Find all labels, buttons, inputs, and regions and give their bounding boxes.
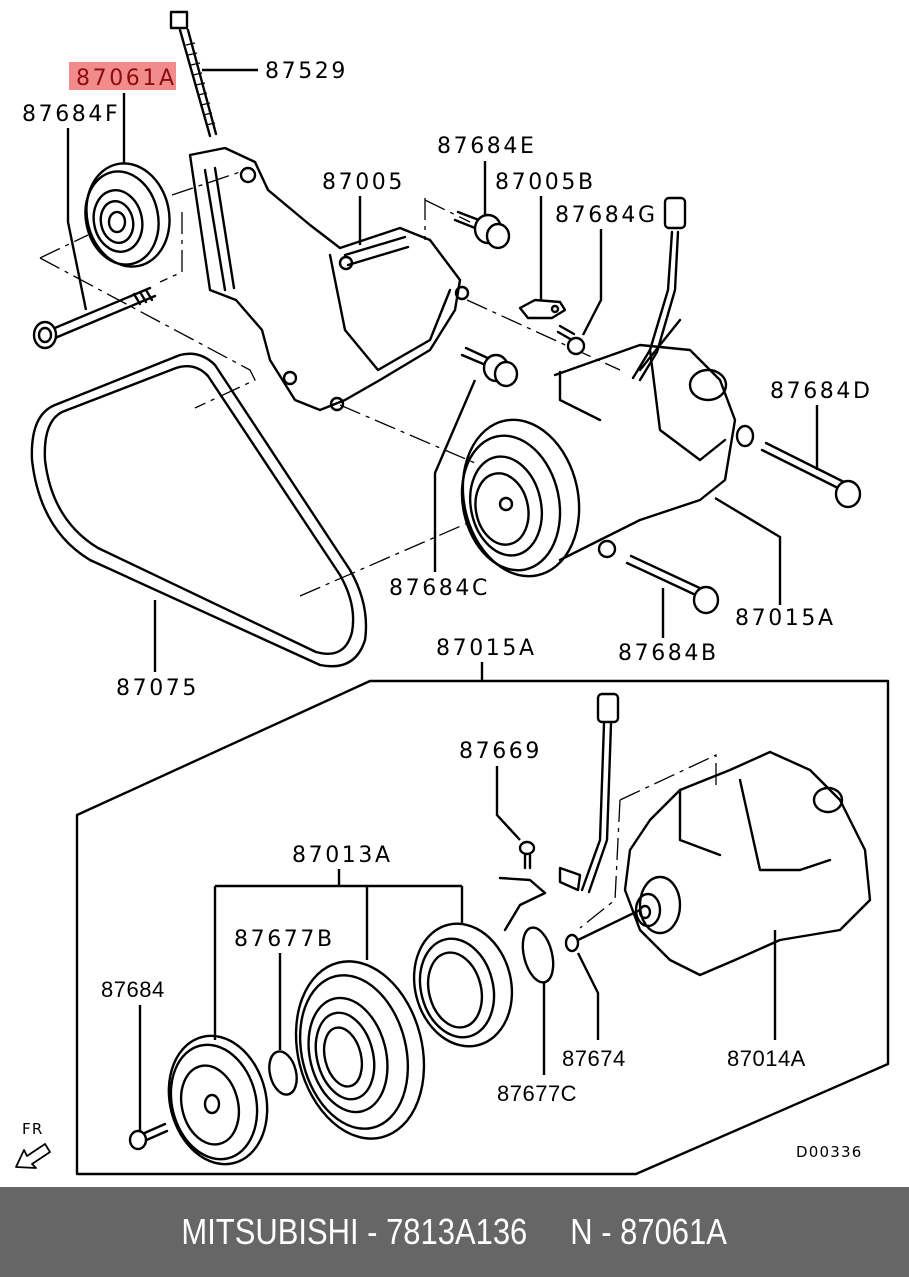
callout-label: 87684B [618, 641, 719, 666]
leader-line [714, 496, 782, 605]
orientation-label: FR [22, 1120, 43, 1138]
part-number-text: MITSUBISHI - 7813A136 N - 87061A [181, 1211, 728, 1252]
callout-label: 87684 [101, 977, 165, 1002]
callout-87061A[interactable]: 87061A [69, 62, 177, 163]
long-flange-bolt-icon [625, 554, 720, 615]
callout-label: 87005 [322, 170, 405, 195]
callout-87529[interactable]: 87529 [202, 59, 348, 84]
callout-highlight [69, 62, 176, 90]
long-bolt-icon [169, 10, 218, 138]
callout-label: 87015A [735, 606, 836, 631]
callout-label: 87684D [770, 379, 873, 404]
snap-ring-b [268, 1050, 298, 1096]
callout-87075[interactable]: 87075 [116, 600, 199, 701]
callout-87013A[interactable]: 87013A [213, 843, 464, 1040]
callout-label: 87684G [555, 203, 658, 228]
washer-icon [564, 933, 580, 953]
leader-line [66, 128, 88, 311]
part-number-banner: MITSUBISHI - 7813A136 N - 87061A [0, 1187, 909, 1277]
screw-icon [518, 840, 536, 870]
alignment-line [299, 404, 476, 597]
callout-87005B[interactable]: 87005B [495, 170, 596, 300]
callout-label: 87677C [497, 1081, 577, 1106]
drawing-code: D00336 [796, 1143, 862, 1161]
compressor-upper [460, 318, 755, 578]
callout-87005[interactable]: 87005 [322, 170, 405, 245]
callout-87684E[interactable]: 87684E [437, 134, 537, 215]
callout-87684C[interactable]: 87684C [389, 379, 490, 601]
callout-label: 87005B [495, 170, 596, 195]
callout-label: 87674 [562, 1046, 626, 1071]
parts-diagram: 87061A 87684F 87529 87005 [15, 10, 890, 1176]
callout-87684D[interactable]: 87684D [770, 379, 873, 470]
callout-label: 87684E [437, 134, 537, 159]
alignment-line [424, 198, 621, 371]
harness-connector [631, 196, 687, 382]
callout-87677B[interactable]: 87677B [234, 927, 335, 1050]
flange-bolt-icon [460, 346, 519, 388]
callout-87684F[interactable]: 87684F [22, 102, 120, 311]
field-coil [412, 922, 514, 1048]
clutch-hub [167, 1034, 269, 1166]
harness-connector [498, 692, 620, 932]
callout-87674[interactable]: 87674 [562, 952, 626, 1071]
callout-label: 87669 [459, 739, 542, 764]
callout-label: 87015A [436, 636, 537, 661]
callout-label: 87684C [389, 576, 490, 601]
small-bracket-icon [518, 298, 567, 320]
clutch-pulley [294, 960, 426, 1140]
callout-87677C[interactable]: 87677C [497, 983, 577, 1106]
callout-87684B[interactable]: 87684B [618, 588, 719, 666]
alignment-line [39, 234, 256, 409]
mounting-bracket [188, 146, 470, 412]
callout-label: 87014A [727, 1046, 806, 1071]
leader-line [576, 952, 600, 1040]
callout-label: 87075 [116, 676, 199, 701]
callout-87014A[interactable]: 87014A [727, 930, 806, 1071]
callout-label: 87061A [76, 66, 177, 91]
callout-87684[interactable]: 87684 [101, 977, 165, 1132]
leader-line [581, 229, 603, 336]
small-bolt-icon [128, 1122, 169, 1151]
callout-label: 87684F [22, 102, 120, 127]
detail-frame [75, 679, 890, 1176]
alignment-line [159, 171, 241, 283]
compressor-body [576, 750, 872, 977]
callout-label: 87677B [234, 927, 335, 952]
callout-87015A-assy[interactable]: 87015A [436, 636, 537, 681]
leader-line [213, 869, 464, 1040]
callout-87015A-upper[interactable]: 87015A [714, 496, 836, 631]
callout-label: 87529 [265, 59, 348, 84]
callout-label: 87013A [292, 843, 393, 868]
leader-line [495, 766, 521, 841]
callout-87684G[interactable]: 87684G [555, 203, 658, 336]
arrow-down-left-icon [15, 1143, 51, 1169]
callout-87669[interactable]: 87669 [459, 739, 542, 841]
snap-ring-c [521, 926, 555, 984]
flange-bolt-icon [453, 210, 511, 250]
bolt-icon [32, 286, 157, 350]
drive-belt [30, 352, 368, 668]
leader-line [433, 379, 477, 572]
long-flange-bolt-icon [760, 441, 862, 509]
small-bolt-icon [556, 324, 586, 356]
idler-pulley [84, 162, 171, 268]
front-direction-indicator: FR [15, 1120, 51, 1169]
